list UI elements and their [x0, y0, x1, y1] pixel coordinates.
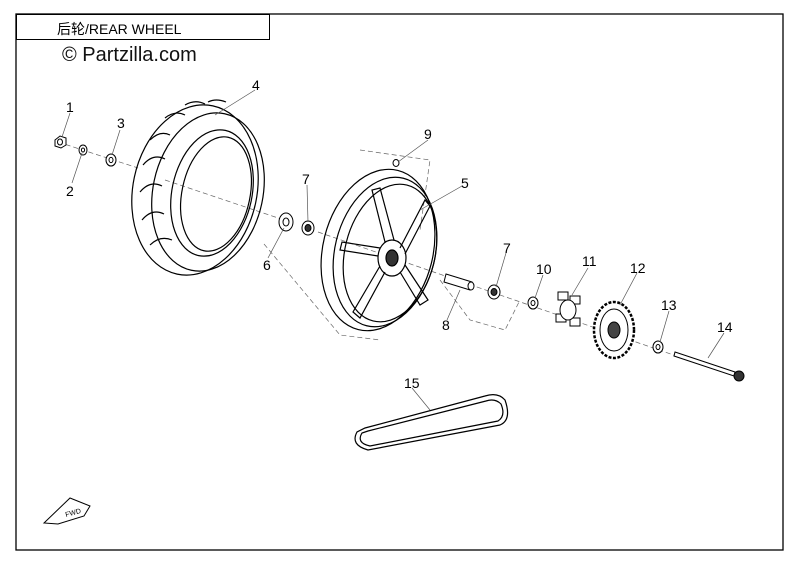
callout-3: 3: [117, 115, 125, 131]
leader-lines: [61, 89, 725, 411]
callouts: 1 2 3 4 5 6 7 7 8 9 10 11 12 13 14 15: [66, 77, 733, 391]
watermark: © Partzilla.com: [62, 44, 197, 66]
callout-7-left: 7: [302, 171, 310, 187]
part-5-rim: [320, 168, 438, 332]
callout-5: 5: [461, 175, 469, 191]
callout-12: 12: [630, 260, 646, 276]
title-box: 后轮/REAR WHEEL: [16, 14, 270, 40]
callout-8: 8: [442, 317, 450, 333]
callout-4: 4: [252, 77, 260, 93]
part-4-tire: [131, 99, 265, 276]
callout-13: 13: [661, 297, 677, 313]
part-6-spacer: [278, 212, 294, 232]
part-1-nut: [54, 135, 67, 149]
part-15-chain: [354, 394, 509, 451]
callout-6: 6: [263, 257, 271, 273]
drawing-border: [15, 13, 784, 551]
part-11-damper: [555, 291, 581, 327]
part-7-bearing-right: [487, 284, 501, 300]
callout-10: 10: [536, 261, 552, 277]
callout-2: 2: [66, 183, 74, 199]
part-7-bearing-left: [301, 220, 315, 236]
part-12-sprocket: [592, 300, 636, 360]
callout-15: 15: [404, 375, 420, 391]
callout-1: 1: [66, 99, 74, 115]
part-3-valve: [105, 153, 117, 167]
part-14-axle: [673, 351, 745, 382]
callout-7-right: 7: [503, 240, 511, 256]
part-10-bushing: [527, 296, 539, 310]
diagram-title: 后轮/REAR WHEEL: [57, 21, 182, 37]
callout-11: 11: [582, 253, 597, 269]
fwd-label: FWD: [65, 508, 82, 519]
fwd-arrow-icon: FWD: [42, 497, 91, 525]
callout-14: 14: [717, 319, 733, 335]
callout-9: 9: [424, 126, 432, 142]
part-13-collar: [652, 340, 664, 354]
part-9-valve: [392, 159, 400, 167]
part-8-sleeve: [443, 273, 475, 291]
part-2-washer: [78, 144, 88, 156]
